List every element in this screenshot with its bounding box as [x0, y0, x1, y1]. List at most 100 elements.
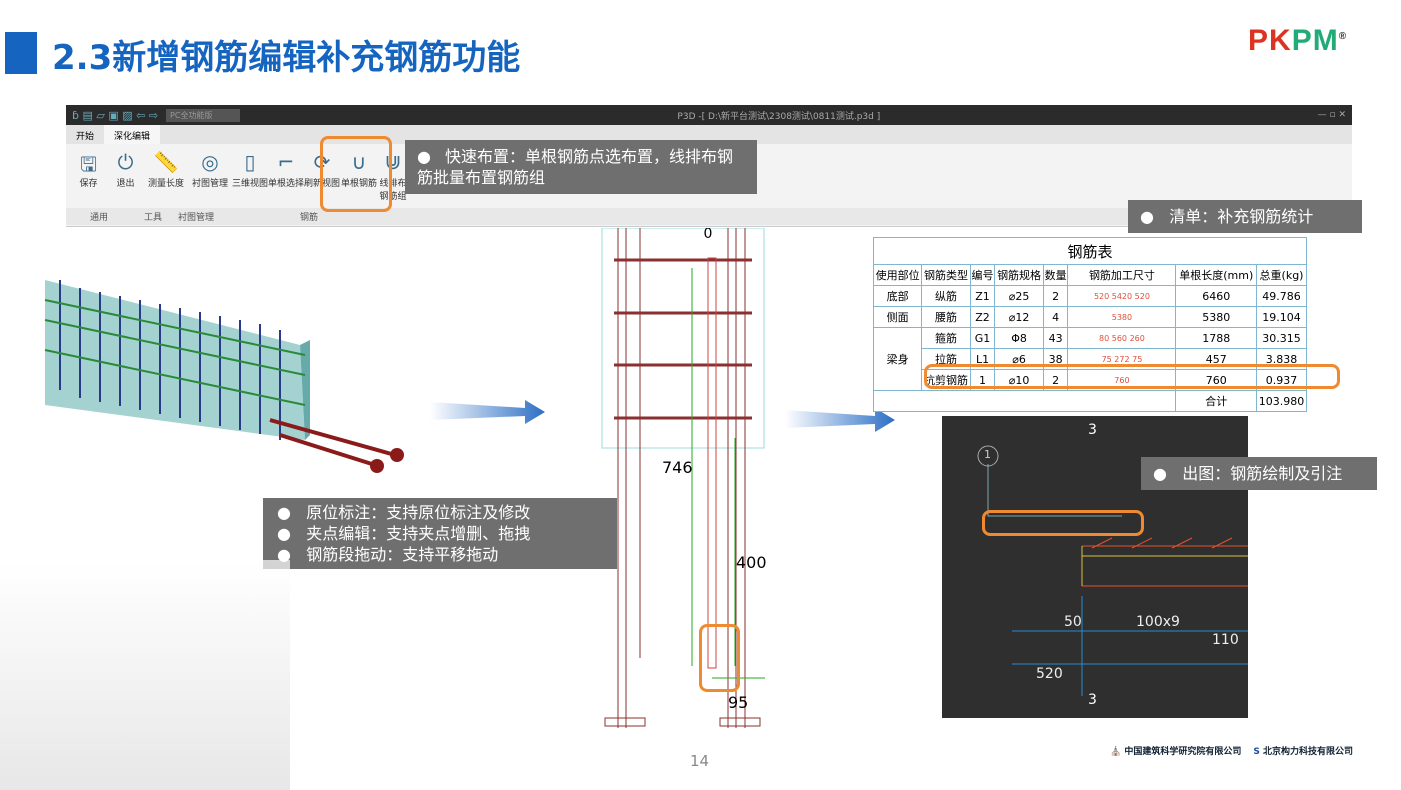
- cell: 侧面: [872, 306, 923, 328]
- button-label: 测量长度: [147, 179, 184, 189]
- layers-icon: ◎: [201, 150, 219, 174]
- window-title: P3D -[ D:\新平台测试\2308测试\0811测试.p3d ]: [677, 111, 881, 122]
- measure-button[interactable]: 📏测量长度: [144, 150, 188, 208]
- highlight-rebar-buttons: [320, 136, 392, 212]
- cell: 腰筋: [921, 306, 971, 328]
- dim-label: 746: [662, 458, 693, 477]
- cad-label: 50: [1064, 614, 1082, 630]
- title-accent: [5, 32, 37, 74]
- city-background-image: [0, 560, 290, 790]
- col-header: 单根长度(mm): [1175, 264, 1258, 286]
- tab-detail-edit[interactable]: 深化编辑: [104, 125, 161, 144]
- rebar-group-button[interactable]: ⋓ 线排布钢筋组: [378, 150, 408, 208]
- callout-text: 快速布置：单根钢筋点选布置，线排布钢筋批量布置钢筋组: [417, 147, 733, 187]
- highlight-grip: [699, 624, 740, 692]
- rebar-elevation-drawing: 0 746 400 95: [601, 228, 767, 728]
- org-name: 北京构力科技有限公司: [1263, 747, 1354, 757]
- table-title: 钢筋表: [873, 237, 1307, 265]
- total-label: 合计: [1175, 390, 1258, 412]
- single-rebar-button[interactable]: ∪ 单根钢筋: [340, 150, 378, 208]
- cell: 30.315: [1256, 327, 1307, 349]
- callout-edit: ● 原位标注：支持原位标注及修改 ● 夹点编辑：支持夹点增删、拖拽 ● 钢筋段拖…: [263, 498, 617, 569]
- cell: ⌀12: [994, 306, 1044, 328]
- col-header: 使用部位: [872, 264, 923, 286]
- cell: 49.786: [1256, 285, 1307, 307]
- cell: 梁身: [872, 327, 923, 391]
- callout-drawing: ● 出图：钢筋绘制及引注: [1141, 457, 1377, 490]
- tab-start[interactable]: 开始: [76, 132, 95, 142]
- underlay-button[interactable]: ◎衬图管理: [188, 150, 232, 208]
- dim-label: 0: [704, 228, 713, 242]
- app-window: ɓ ▤ ▱ ▣ ▨ ⇦ ⇨ PC全功能版 P3D -[ D:\新平台测试\230…: [66, 105, 1352, 227]
- cell: 19.104: [1256, 306, 1307, 328]
- slide-title: 2.3新增钢筋编辑补充钢筋功能: [52, 38, 521, 78]
- group-underlay: 衬图管理: [178, 213, 215, 223]
- cad-label: 3: [1088, 422, 1097, 438]
- dim-label: 400: [736, 553, 767, 572]
- save-button[interactable]: 🖫 保存: [70, 150, 107, 208]
- col-header: 数量: [1042, 264, 1069, 286]
- arrow-right-icon: [785, 408, 895, 432]
- callout-line: ● 原位标注：支持原位标注及修改: [277, 503, 531, 522]
- cell: 4: [1042, 306, 1069, 328]
- app-icon: ɓ ▤ ▱ ▣ ▨ ⇦ ⇨: [72, 108, 159, 122]
- exit-button[interactable]: ⏻ 退出: [107, 150, 144, 208]
- button-label: 退出: [116, 179, 135, 189]
- cell: 6460: [1175, 285, 1258, 307]
- callout-line: ● 钢筋段拖动：支持平移拖动: [277, 545, 499, 564]
- callout-text: 夹点编辑：支持夹点增删、拖拽: [306, 524, 531, 543]
- group-rebar: 钢筋: [300, 213, 319, 223]
- cell: 80 560 260: [1067, 327, 1177, 349]
- org-name: 中国建筑科学研究院有限公司: [1124, 747, 1242, 757]
- cell: ⌀25: [994, 285, 1044, 307]
- cell: 箍筋: [921, 327, 971, 349]
- dim-label: 95: [728, 693, 748, 712]
- cad-label: 110: [1212, 632, 1239, 648]
- title-bar: ɓ ▤ ▱ ▣ ▨ ⇦ ⇨ PC全功能版 P3D -[ D:\新平台测试\230…: [66, 105, 1352, 125]
- callout-line: ● 夹点编辑：支持夹点增删、拖拽: [277, 524, 531, 543]
- button-label: 三维视图: [232, 179, 269, 189]
- cad-label: 1: [984, 448, 991, 461]
- button-label: 保存: [79, 179, 98, 189]
- cad-label: 100x9: [1136, 614, 1180, 630]
- group-general: 通用: [90, 213, 109, 223]
- cad-label: 3: [1088, 692, 1097, 708]
- 3d-view-button[interactable]: ▯ 三维视图: [232, 150, 268, 208]
- col-header: 钢筋规格: [994, 264, 1044, 286]
- page-number: 14: [690, 752, 710, 770]
- button-label: 单根钢筋: [340, 179, 377, 189]
- cube-icon: ▯: [244, 150, 256, 174]
- cabr-logo: ⛪ 中国建筑科学研究院有限公司: [1110, 747, 1242, 757]
- col-header: 钢筋类型: [921, 264, 971, 286]
- cell: 1788: [1175, 327, 1258, 349]
- col-header: 总重(kg): [1256, 264, 1307, 286]
- pkpm-company-logo: S 北京构力科技有限公司: [1253, 747, 1354, 757]
- cell: Z1: [969, 285, 996, 307]
- button-label: 线排布钢筋组: [379, 179, 407, 202]
- cad-label: 520: [1036, 666, 1063, 682]
- highlight-new-row: [924, 364, 1340, 389]
- cell: 底部: [872, 285, 923, 307]
- cell: 520 5420 520: [1067, 285, 1177, 307]
- callout-quick-place: ●快速布置：单根钢筋点选布置，线排布钢筋批量布置钢筋组: [405, 140, 757, 194]
- callout-text: 出图：钢筋绘制及引注: [1182, 464, 1343, 483]
- cell: 5380: [1175, 306, 1258, 328]
- button-label: 单根选择: [268, 179, 305, 189]
- group-tools: 工具: [144, 213, 163, 223]
- cell: 43: [1042, 327, 1069, 349]
- footer-logos: ⛪ 中国建筑科学研究院有限公司 S 北京构力科技有限公司: [1110, 744, 1353, 757]
- rebar-group-icon: ⋓: [384, 150, 402, 174]
- u-rebar-icon: ∪: [351, 150, 367, 174]
- save-icon: 🖫: [79, 152, 98, 176]
- pkpm-logo: PKPM®: [1248, 24, 1348, 57]
- mode-select[interactable]: PC全功能版: [166, 108, 241, 122]
- callout-text: 清单：补充钢筋统计: [1169, 207, 1314, 226]
- window-controls[interactable]: — ▫ ✕: [1317, 110, 1346, 120]
- single-select-button[interactable]: ⌐单根选择: [268, 150, 304, 208]
- col-header: 编号: [969, 264, 996, 286]
- cell: 纵筋: [921, 285, 971, 307]
- power-icon: ⏻: [117, 150, 134, 174]
